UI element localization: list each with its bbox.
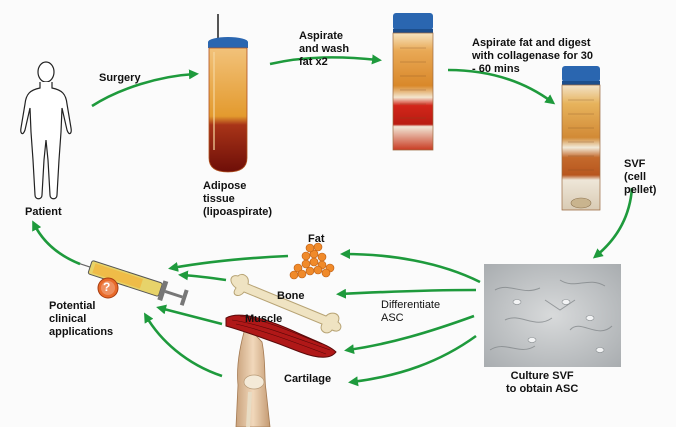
patient-figure-icon — [20, 61, 72, 200]
leg-cartilage-icon — [235, 324, 271, 427]
svf-label: SVF (cell pellet) — [624, 158, 657, 196]
arrow-fat-to-syringe — [168, 254, 289, 272]
arrow-culture-to-fat — [340, 249, 481, 284]
arrow-bone-to-syringe — [178, 270, 227, 282]
adipose-tissue-label: Adipose tissue (lipoaspirate) — [203, 180, 273, 218]
aspirate-wash-label: Aspirate and wash fat x2 — [299, 30, 350, 68]
arrow-leg-to-syringe — [143, 312, 223, 378]
syringe-icon — [74, 260, 189, 306]
arrow-culture-to-bone — [336, 288, 477, 299]
fat-tissue-icon — [289, 242, 335, 280]
question-icon — [97, 277, 119, 299]
arrow-syringe-to-patient — [32, 220, 81, 266]
question-mark-text: ? — [103, 280, 111, 294]
applications-label: Potential clinical applications — [49, 300, 114, 338]
patient-label: Patient — [25, 206, 62, 218]
centrifuge-tube-digested-icon — [561, 66, 601, 211]
arrow-culture-to-muscle — [344, 314, 475, 355]
asc-culture-micrograph-icon — [484, 264, 621, 367]
arrow-bag-to-tube1 — [269, 54, 382, 66]
culture-label: Culture SVF to obtain ASC — [506, 370, 579, 395]
centrifuge-tube-washed-icon — [392, 13, 434, 151]
arrow-tube1-to-tube2 — [447, 68, 556, 105]
bone-label: Bone — [277, 290, 305, 302]
surgery-label: Surgery — [99, 72, 141, 84]
muscle-label: Muscle — [245, 313, 283, 325]
arrow-patient-to-bag — [91, 69, 199, 108]
lipoaspirate-bag-icon — [208, 14, 248, 173]
arrow-culture-to-cartilage — [348, 334, 477, 387]
arrow-muscle-to-syringe — [156, 304, 223, 326]
bone-tissue-icon — [230, 273, 342, 334]
arrow-tube2-to-culture — [592, 187, 634, 259]
cartilage-label: Cartilage — [284, 373, 332, 385]
fat-label: Fat — [308, 233, 325, 245]
muscle-tissue-icon — [225, 314, 337, 358]
digest-label: Aspirate fat and digest with collagenase… — [472, 37, 594, 75]
differentiate-label: Differentiate ASC — [381, 299, 441, 324]
